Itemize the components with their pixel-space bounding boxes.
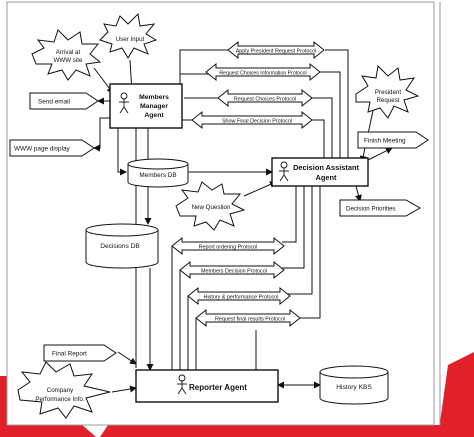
person-icon bbox=[279, 161, 289, 182]
event-label-line1: Arrival at bbox=[56, 49, 81, 56]
protocol-request-choices: Request Choices Protocol bbox=[217, 88, 313, 108]
protocol-request-choices-information: Request Choices Information Protocol bbox=[205, 62, 321, 82]
database-label: Decisions DB bbox=[100, 243, 140, 250]
event-label: User Input bbox=[116, 36, 145, 43]
agent-decision-assistant: Decision Assistant Agent bbox=[271, 157, 369, 187]
event-arrival-at-www-site: Arrival at WWW site bbox=[31, 29, 102, 81]
protocol-label: Members Decision Protocol bbox=[201, 269, 267, 275]
database-history-kbs: History KBS bbox=[319, 365, 389, 405]
protocol-history-performance: History & performance Protocol bbox=[187, 286, 291, 306]
agent-label-line2: Agent bbox=[316, 173, 337, 182]
protocol-label: Apply President Request Protocol bbox=[236, 49, 317, 55]
output-send-email: Send email bbox=[29, 92, 99, 110]
protocol-label: Request final results Protocol bbox=[215, 317, 285, 323]
event-president-request: President Request bbox=[355, 64, 420, 119]
output-label: WWW page display bbox=[14, 146, 71, 153]
output-finish-meeting: Finish Meeting bbox=[357, 131, 429, 149]
event-new-question: New Question bbox=[175, 181, 246, 231]
person-icon bbox=[119, 92, 129, 114]
output-www-page-display: WWW page display bbox=[9, 139, 95, 157]
database-members-db: Members DB bbox=[127, 158, 189, 188]
event-company-performance-info: Company Performance Info. bbox=[17, 361, 111, 419]
red-accent-bottom bbox=[100, 425, 460, 437]
connectors bbox=[93, 49, 393, 393]
output-label: Decision Priorities bbox=[346, 206, 396, 213]
event-label: New Question bbox=[192, 204, 231, 211]
agent-label: Reporter Agent bbox=[189, 383, 247, 392]
event-user-input: User Input bbox=[99, 12, 158, 59]
agent-reporter: Reporter Agent bbox=[135, 369, 279, 403]
person-icon bbox=[177, 374, 187, 395]
protocol-members-decision: Members Decision Protocol bbox=[179, 260, 285, 280]
protocol-label: Request Choices Protocol bbox=[234, 97, 296, 103]
event-label-line2: Performance Info. bbox=[35, 396, 84, 403]
output-label: Finish Meeting bbox=[364, 138, 406, 145]
agent-label-line1: Decision Assistant bbox=[293, 163, 359, 172]
protocol-apply-president-request: Apply President Request Protocol bbox=[227, 40, 325, 60]
protocol-arrows: Apply President Request Protocol Request… bbox=[171, 40, 325, 328]
protocol-label: Show Final Decision Protocol bbox=[222, 119, 292, 125]
protocol-report-ordering: Report ordering Protocol bbox=[171, 236, 285, 256]
event-label-line1: Company bbox=[47, 387, 74, 394]
agent-members-manager: Members Manager Agent bbox=[109, 83, 183, 129]
protocol-label: Report ordering Protocol bbox=[199, 245, 258, 251]
red-accent-right bbox=[438, 352, 474, 437]
protocol-label: Request Choices Information Protocol bbox=[219, 71, 306, 77]
event-label-line1: President bbox=[375, 89, 401, 96]
agent-label-line1: Members bbox=[139, 94, 169, 101]
output-decision-priorities: Decision Priorities bbox=[339, 199, 422, 217]
event-label-line2: WWW site bbox=[54, 57, 83, 64]
protocol-label: History & performance Protocol bbox=[204, 295, 279, 301]
event-label-line2: Request bbox=[376, 97, 399, 104]
protocol-request-final-results: Request final results Protocol bbox=[195, 308, 301, 328]
output-label: Final Report bbox=[52, 351, 87, 358]
protocol-show-final-decision: Show Final Decision Protocol bbox=[191, 110, 313, 130]
database-decisions-db: Decisions DB bbox=[85, 223, 159, 269]
output-final-report: Final Report bbox=[43, 344, 117, 362]
agent-label-line2: Manager bbox=[140, 103, 168, 110]
output-label: Send email bbox=[38, 99, 70, 106]
database-label: Members DB bbox=[139, 172, 176, 179]
database-label: History KBS bbox=[336, 384, 372, 391]
agent-label-line3: Agent bbox=[144, 112, 164, 119]
